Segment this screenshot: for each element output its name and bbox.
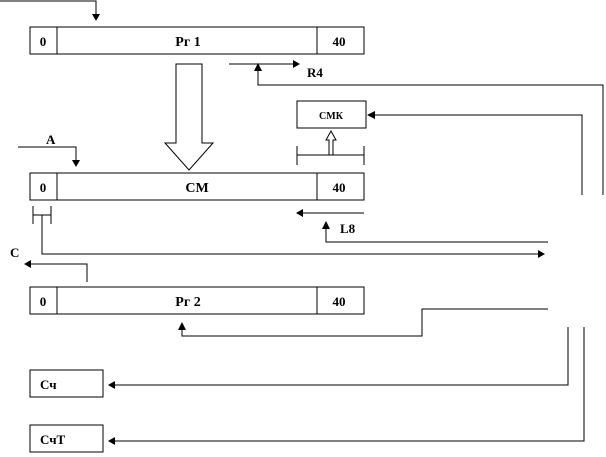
register-sm-right-bit: 40 bbox=[333, 180, 346, 195]
counter-scht-arrowhead bbox=[108, 437, 115, 445]
smk-box bbox=[296, 100, 367, 129]
c-output-line: C bbox=[10, 245, 88, 282]
counter-sch-label: Сч bbox=[40, 377, 57, 392]
register-sm: 0 СМ 40 bbox=[29, 172, 365, 201]
rg2-feedback-line bbox=[178, 308, 548, 337]
l8-feedback-line: L8 bbox=[322, 221, 548, 243]
feedback-line-to-rg1 bbox=[254, 63, 604, 195]
register-rg2: 0 Рг 2 40 bbox=[29, 286, 365, 315]
feedback-rg1-arrowhead bbox=[254, 63, 262, 71]
counter-sch-line bbox=[108, 327, 569, 389]
register-sm-frame bbox=[29, 172, 365, 201]
a-input-line: A bbox=[18, 132, 80, 167]
signal-r4-label: R4 bbox=[307, 65, 323, 80]
a-input-arrowhead bbox=[72, 160, 80, 167]
register-rg2-name: Рг 2 bbox=[175, 295, 200, 310]
r4-shift-line: R4 bbox=[229, 60, 323, 80]
counter-sch: Сч bbox=[29, 369, 104, 398]
sm-sign-bit-line bbox=[32, 206, 545, 258]
l8-feedback-arrowhead bbox=[322, 221, 330, 229]
counter-scht-label: СчТ bbox=[40, 432, 66, 447]
register-rg1-left-bit: 0 bbox=[40, 34, 47, 49]
rg1-input-line bbox=[0, 0, 100, 21]
register-rg1: 0 Рг 1 40 bbox=[29, 26, 365, 55]
register-rg2-frame bbox=[29, 286, 365, 315]
register-rg1-right-bit: 40 bbox=[333, 34, 346, 49]
counter-scht: СчТ bbox=[29, 424, 104, 453]
register-sm-name: СМ bbox=[185, 181, 208, 196]
register-sm-left-bit: 0 bbox=[40, 180, 47, 195]
register-rg2-left-bit: 0 bbox=[40, 294, 47, 309]
smk-input-arrow bbox=[325, 129, 337, 156]
signal-a-label: A bbox=[46, 132, 56, 147]
register-rg1-frame bbox=[29, 26, 365, 55]
l8-shift-line bbox=[296, 209, 364, 217]
r4-arrowhead bbox=[293, 60, 300, 68]
feedback-smk-arrowhead bbox=[367, 111, 375, 119]
counter-sch-box bbox=[29, 369, 104, 398]
feedback-line-to-smk bbox=[367, 111, 583, 195]
rg1-input-arrowhead bbox=[92, 14, 100, 21]
sign-bit-arrowhead bbox=[538, 250, 545, 258]
c-output-arrowhead bbox=[24, 260, 31, 268]
rg1-to-sm-transfer-arrow bbox=[163, 63, 215, 171]
l8-arrowhead bbox=[296, 209, 303, 217]
signal-l8-label: L8 bbox=[340, 221, 356, 236]
smk-label: СМК bbox=[319, 111, 344, 122]
counter-sch-arrowhead bbox=[108, 381, 115, 389]
register-rg1-name: Рг 1 bbox=[175, 35, 200, 50]
smk-block: СМК bbox=[296, 100, 367, 165]
counter-scht-line bbox=[108, 327, 585, 445]
rg2-feedback-arrowhead bbox=[178, 322, 186, 330]
counter-scht-box bbox=[29, 424, 104, 453]
signal-c-label: C bbox=[10, 245, 19, 260]
register-rg2-right-bit: 40 bbox=[333, 294, 346, 309]
